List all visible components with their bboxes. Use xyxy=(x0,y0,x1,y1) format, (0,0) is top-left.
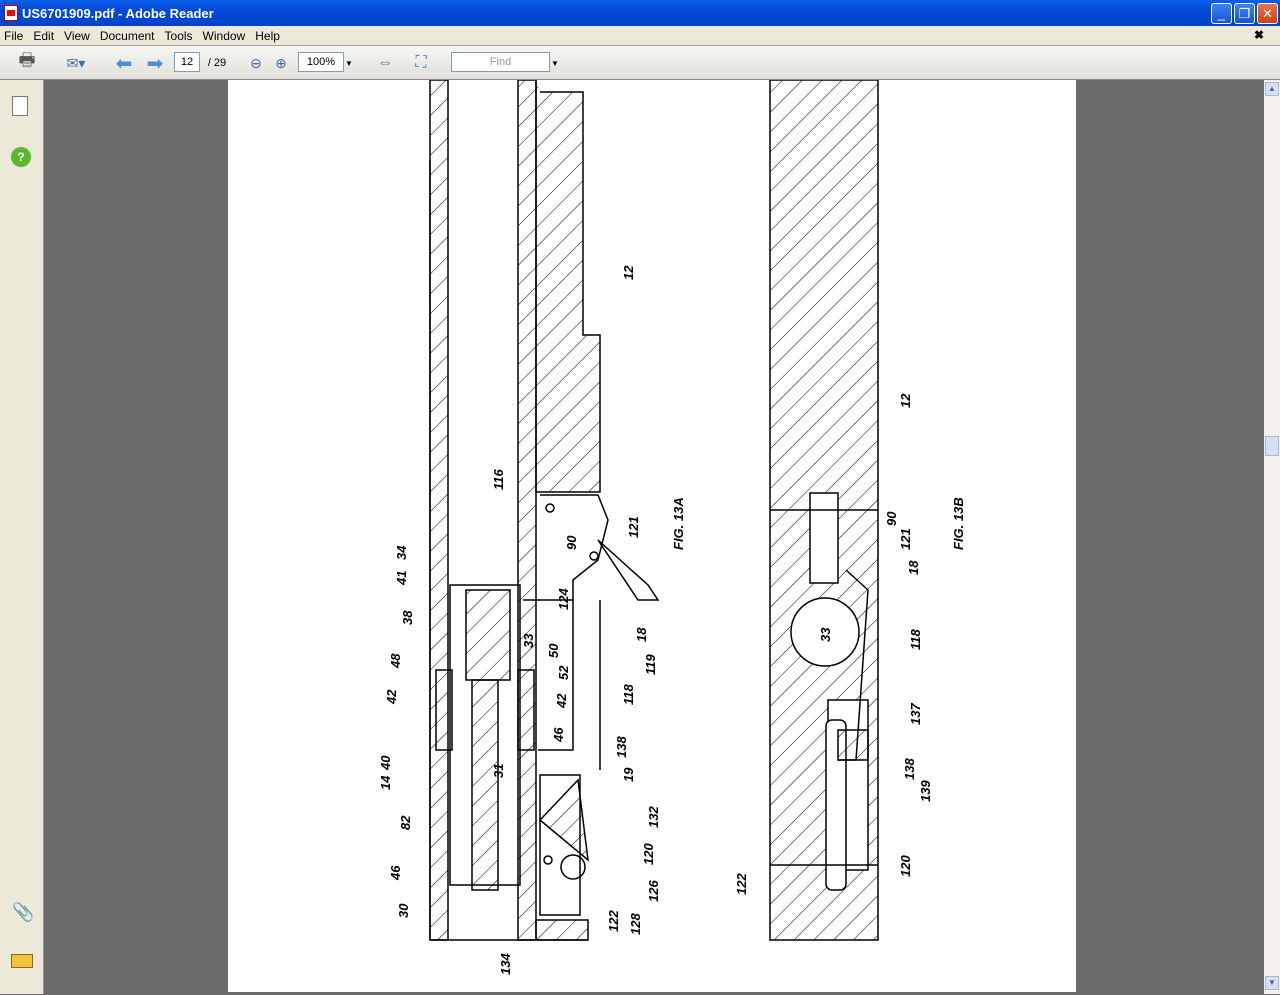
part-label: 132 xyxy=(646,806,661,828)
fit-page-icon[interactable]: ⛶ xyxy=(415,54,427,71)
part-label: 121 xyxy=(898,528,913,550)
comments-icon[interactable] xyxy=(11,954,33,968)
restore-button[interactable]: ❐ xyxy=(1234,3,1255,24)
zoom-in-icon[interactable]: ⊕ xyxy=(275,54,287,71)
part-label: 119 xyxy=(643,654,658,675)
part-label: 50 xyxy=(546,643,561,658)
menu-bar: File Edit View Document Tools Window Hel… xyxy=(0,26,1280,46)
part-label: 121 xyxy=(626,516,641,538)
part-label: 42 xyxy=(384,689,399,705)
part-label: 128 xyxy=(628,913,643,935)
part-label: 120 xyxy=(898,855,913,877)
page-total: / 29 xyxy=(207,57,227,69)
part-label: 126 xyxy=(646,880,661,902)
zoom-out-icon[interactable]: ⊖ xyxy=(250,54,262,71)
menu-tools[interactable]: Tools xyxy=(164,28,193,43)
next-page-icon[interactable]: ➡ xyxy=(146,52,164,75)
part-label: 118 xyxy=(621,684,636,705)
part-label: 118 xyxy=(908,629,923,650)
menu-file[interactable]: File xyxy=(4,28,24,43)
menu-document[interactable]: Document xyxy=(99,28,155,43)
help-icon[interactable]: ? xyxy=(11,147,31,167)
part-label: 30 xyxy=(396,903,411,918)
title-bar: US6701909.pdf - Adobe Reader xyxy=(0,0,1280,26)
part-label: 138 xyxy=(902,758,917,780)
part-label: 12 xyxy=(898,393,913,408)
part-label: 33 xyxy=(521,633,536,648)
minimize-button[interactable]: _ xyxy=(1211,3,1232,24)
part-label: 40 xyxy=(378,755,393,771)
pdf-app-icon xyxy=(4,5,18,21)
part-label: 48 xyxy=(388,653,403,669)
close-button[interactable]: ✕ xyxy=(1257,3,1278,24)
part-label: 82 xyxy=(398,815,413,830)
zoom-select[interactable]: 100% xyxy=(298,52,344,72)
part-label: 124 xyxy=(556,588,571,610)
part-label: 137 xyxy=(908,703,923,725)
find-input[interactable]: Find xyxy=(451,52,550,72)
part-label: 33 xyxy=(818,627,833,642)
scroll-down-button[interactable]: ▼ xyxy=(1265,976,1279,990)
part-label: 90 xyxy=(564,535,579,550)
window-title: US6701909.pdf - Adobe Reader xyxy=(22,5,214,21)
patent-drawing: FIG. 13A FIG. 13B 116 12 34 41 38 48 42 … xyxy=(378,79,966,975)
pdf-page: FIG. 13A FIG. 13B 116 12 34 41 38 48 42 … xyxy=(228,79,1076,992)
part-label: 12 xyxy=(621,265,636,280)
email-icon[interactable]: ✉▾ xyxy=(66,54,86,71)
part-label: 34 xyxy=(394,545,409,560)
figure-labels: FIG. 13A FIG. 13B 116 12 34 41 38 48 42 … xyxy=(378,265,966,975)
zoom-dropdown-icon[interactable]: ▼ xyxy=(345,58,353,68)
page-number-input[interactable]: 12 xyxy=(174,52,200,72)
part-label: 116 xyxy=(491,469,506,490)
attachment-icon[interactable]: 📎 xyxy=(12,902,35,922)
part-label: 18 xyxy=(906,560,921,575)
part-label: 46 xyxy=(551,727,566,743)
menu-view[interactable]: View xyxy=(64,28,90,43)
part-label: 122 xyxy=(606,910,621,932)
menu-edit[interactable]: Edit xyxy=(33,28,55,43)
prev-page-icon[interactable]: ⬅ xyxy=(115,52,133,75)
part-label: 120 xyxy=(641,843,656,865)
scroll-thumb[interactable] xyxy=(1265,436,1279,456)
figure-13a xyxy=(429,79,660,941)
part-label: 18 xyxy=(634,627,649,642)
part-label: 122 xyxy=(734,873,749,895)
part-label: 41 xyxy=(394,571,409,586)
navigation-panel: ? 📎 xyxy=(0,80,44,994)
part-label: 38 xyxy=(400,610,415,625)
part-label: 138 xyxy=(614,736,629,758)
print-icon[interactable]: 🖶 xyxy=(18,50,36,70)
find-dropdown-icon[interactable]: ▼ xyxy=(551,58,559,68)
menu-window[interactable]: Window xyxy=(202,28,246,43)
menu-help[interactable]: Help xyxy=(255,28,280,43)
part-label: 14 xyxy=(378,775,393,790)
figure-13a-caption: FIG. 13A xyxy=(671,497,686,550)
part-label: 19 xyxy=(621,767,636,782)
part-label: 46 xyxy=(388,865,403,881)
toolbar xyxy=(0,46,1280,80)
figure-13b xyxy=(769,79,879,941)
part-label: 139 xyxy=(918,780,933,802)
part-label: 90 xyxy=(884,511,899,526)
vertical-scrollbar[interactable]: ▲ ▼ xyxy=(1264,80,1280,994)
scroll-up-button[interactable]: ▲ xyxy=(1265,82,1279,96)
fit-width-icon[interactable]: ⇔ xyxy=(377,54,393,71)
part-label: 52 xyxy=(556,665,571,680)
part-label: 134 xyxy=(498,953,513,975)
part-label: 42 xyxy=(554,693,569,709)
pages-icon[interactable] xyxy=(12,96,28,116)
part-label: 31 xyxy=(491,764,506,778)
figure-13b-caption: FIG. 13B xyxy=(951,497,966,550)
close-document-icon[interactable]: ✖ xyxy=(1253,28,1264,42)
